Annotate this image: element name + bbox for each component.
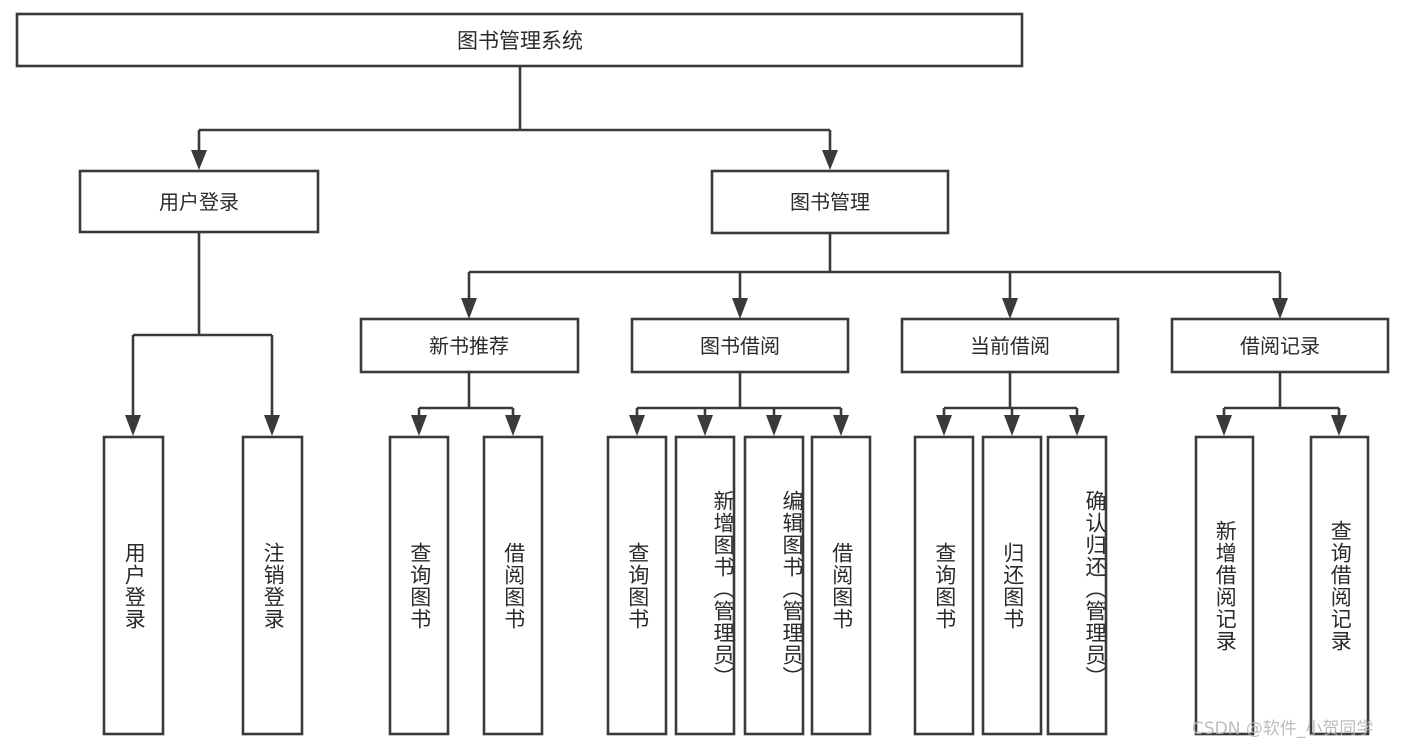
node-leaf-book-borrow-edit[interactable] bbox=[743, 435, 805, 736]
node-book-management[interactable] bbox=[710, 169, 950, 235]
node-current-borrow-label: 当前借阅 bbox=[970, 334, 1050, 358]
arrow-head-leaf-book-borrow-2 bbox=[697, 415, 713, 436]
node-leaf-borrow-record-add[interactable] bbox=[1194, 435, 1255, 736]
node-leaf-new-book-query[interactable] bbox=[388, 435, 450, 736]
arrow-head-book-mgmt bbox=[822, 150, 838, 170]
arrow-head-leaf-borrow-record-2 bbox=[1331, 415, 1347, 436]
node-borrow-record-label: 借阅记录 bbox=[1240, 334, 1320, 358]
arrow-head-new-book bbox=[461, 298, 477, 319]
node-new-book-recommend-label: 新书推荐 bbox=[429, 334, 509, 358]
arrow-head-leaf-new-book-2 bbox=[505, 415, 521, 436]
node-book-borrow-label: 图书借阅 bbox=[700, 334, 780, 358]
node-user-login[interactable] bbox=[78, 169, 320, 234]
arrow-head-book-borrow bbox=[732, 298, 748, 319]
node-leaf-current-borrow-confirm[interactable] bbox=[1046, 435, 1108, 736]
arrow-head-leaf-book-borrow-1 bbox=[629, 415, 645, 436]
arrow-head-borrow-record bbox=[1272, 298, 1288, 319]
node-current-borrow[interactable] bbox=[900, 317, 1120, 374]
node-leaf-current-borrow-return[interactable] bbox=[981, 435, 1043, 736]
arrow-head-leaf-current-borrow-2 bbox=[1004, 415, 1020, 436]
node-leaf-user-login-logout[interactable] bbox=[241, 435, 304, 736]
node-leaf-book-borrow-add[interactable] bbox=[674, 435, 736, 736]
arrow-head-leaf-current-borrow-3 bbox=[1069, 415, 1085, 436]
arrow-head-leaf-new-book-1 bbox=[411, 415, 427, 436]
node-root-book-management-system[interactable] bbox=[15, 12, 1024, 68]
node-book-management-label: 图书管理 bbox=[790, 190, 870, 214]
arrow-head-leaf-user-login-1 bbox=[125, 415, 141, 436]
node-leaf-new-book-borrow[interactable] bbox=[482, 435, 544, 736]
arrow-head-user-login bbox=[191, 150, 207, 170]
node-new-book-recommend[interactable] bbox=[359, 317, 580, 374]
node-book-borrow[interactable] bbox=[630, 317, 850, 374]
node-leaf-book-borrow-borrow[interactable] bbox=[810, 435, 872, 736]
node-user-login-label: 用户登录 bbox=[159, 190, 239, 214]
arrow-head-leaf-current-borrow-1 bbox=[936, 415, 952, 436]
node-borrow-record[interactable] bbox=[1170, 317, 1390, 374]
arrow-head-current-borrow bbox=[1002, 298, 1018, 319]
arrow-head-leaf-book-borrow-4 bbox=[833, 415, 849, 436]
node-root-label: 图书管理系统 bbox=[457, 29, 583, 53]
node-leaf-current-borrow-query[interactable] bbox=[913, 435, 975, 736]
node-leaf-book-borrow-query[interactable] bbox=[606, 435, 668, 736]
node-leaf-borrow-record-query[interactable] bbox=[1309, 435, 1370, 736]
arrow-head-leaf-borrow-record-1 bbox=[1216, 415, 1232, 436]
csdn-watermark: CSDN @软件_小贺同学 bbox=[1192, 719, 1374, 739]
arrow-head-leaf-user-login-2 bbox=[264, 415, 280, 436]
arrow-head-leaf-book-borrow-3 bbox=[766, 415, 782, 436]
node-leaf-user-login-login[interactable] bbox=[102, 435, 165, 736]
